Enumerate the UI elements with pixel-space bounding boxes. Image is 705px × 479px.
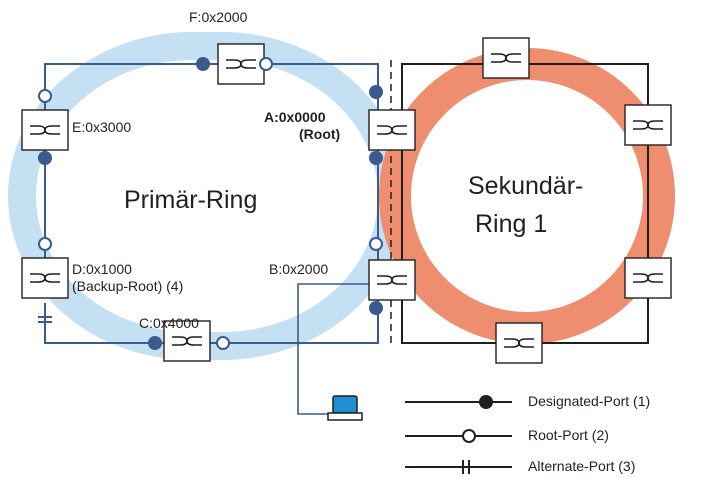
port-e-root — [38, 89, 52, 103]
label-switch-a-root: (Root) — [299, 126, 341, 142]
secondary-ring-label-line1: Sekundär- — [468, 172, 584, 200]
label-switch-c: C:0x4000 — [139, 315, 199, 331]
port-c-designated — [148, 336, 162, 350]
switch-sec-right-bottom — [624, 257, 672, 299]
switch-b — [368, 259, 416, 301]
port-f-designated — [196, 57, 210, 71]
label-switch-b: B:0x2000 — [269, 261, 329, 277]
secondary-ring-label-line2: Ring 1 — [475, 210, 548, 238]
secondary-ring-links — [401, 63, 649, 344]
port-b-designated — [369, 301, 383, 315]
port-a-designated-top — [369, 85, 383, 99]
port-c-root — [216, 336, 230, 350]
legend-root-marker — [462, 429, 476, 443]
terminal-link — [297, 283, 372, 415]
port-d-root — [38, 237, 52, 251]
port-a-designated-bottom — [369, 151, 383, 165]
switch-e — [21, 109, 69, 151]
port-f-root — [259, 57, 273, 71]
label-switch-e: E:0x3000 — [72, 119, 132, 135]
switch-sec-bottom — [495, 322, 543, 364]
primary-ring-label: Primär-Ring — [124, 186, 258, 214]
switch-d — [21, 257, 69, 299]
legend-designated-marker — [479, 395, 493, 409]
switch-f — [217, 43, 265, 85]
label-switch-a: A:0x0000 — [264, 109, 326, 125]
legend-root-label: Root-Port (2) — [528, 427, 609, 443]
label-switch-d: D:0x1000 — [72, 261, 132, 277]
label-switch-d-backup-root: (Backup-Root) (4) — [72, 278, 184, 294]
switch-a — [368, 109, 416, 151]
label-switch-f: F:0x2000 — [189, 9, 248, 25]
port-b-root — [369, 237, 383, 251]
computer-icon — [327, 395, 363, 421]
port-e-designated — [38, 151, 52, 165]
legend — [405, 395, 512, 474]
designated-ports — [38, 57, 383, 350]
root-ports — [38, 57, 383, 350]
legend-designated-label: Designated-Port (1) — [528, 393, 651, 409]
switch-sec-right-top — [624, 104, 672, 146]
switch-sec-top — [482, 37, 530, 79]
port-d-alternate — [38, 316, 52, 323]
legend-alternate-label: Alternate-Port (3) — [528, 458, 636, 474]
